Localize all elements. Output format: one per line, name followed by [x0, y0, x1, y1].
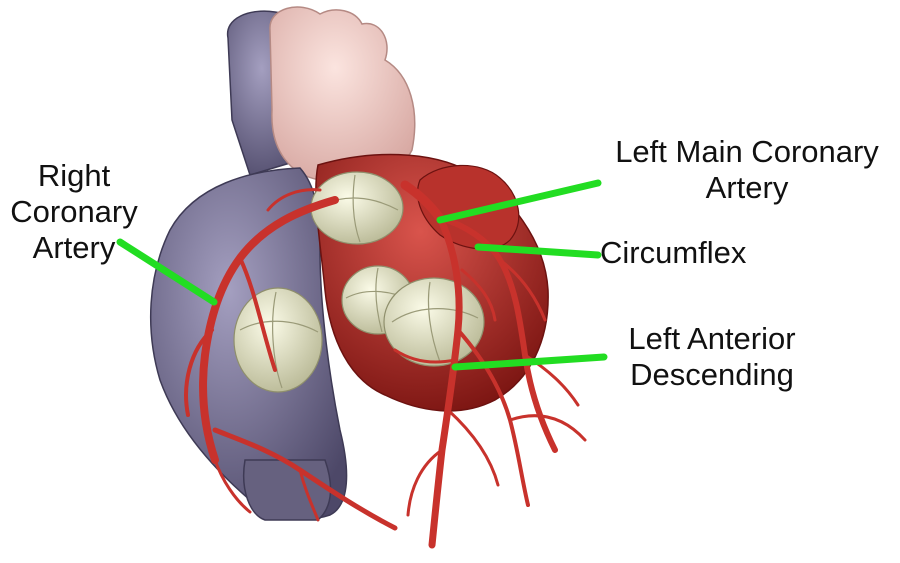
left-main-pointer	[436, 179, 602, 224]
cx-branch	[498, 258, 547, 322]
tricuspid-valve	[233, 287, 323, 393]
circumflex-vessel	[437, 215, 558, 453]
right-coronary-artery-label: Right Coronary Artery	[10, 158, 138, 265]
valve-seam	[391, 281, 479, 363]
circumflex-pointer	[474, 243, 602, 259]
rca-branch	[266, 188, 322, 212]
pointer-lines	[116, 179, 608, 371]
lad-branch	[460, 268, 497, 322]
circumflex-label: Circumflex	[600, 235, 747, 270]
rca-branch	[184, 328, 214, 417]
lad-branch	[406, 448, 444, 517]
left-main-coronary-label: Left Main Coronary Artery	[615, 134, 879, 205]
aorta	[269, 6, 416, 182]
left-anterior-descending-label: Left Anterior Descending	[628, 321, 796, 392]
coronary-arteries	[184, 180, 587, 549]
lad-branch	[508, 414, 587, 442]
inferior-vena-cava	[243, 459, 332, 521]
rca-branch	[238, 256, 277, 372]
rca-branch	[298, 468, 320, 522]
left-main-vessel	[400, 180, 445, 223]
valve-seam	[239, 291, 319, 389]
lad-branch	[446, 408, 500, 487]
lad-vessel	[428, 214, 463, 549]
rca-branch	[213, 458, 252, 514]
right-coronary-pointer	[116, 238, 218, 306]
lad-branch	[393, 348, 457, 364]
lad-pointer	[451, 353, 608, 371]
